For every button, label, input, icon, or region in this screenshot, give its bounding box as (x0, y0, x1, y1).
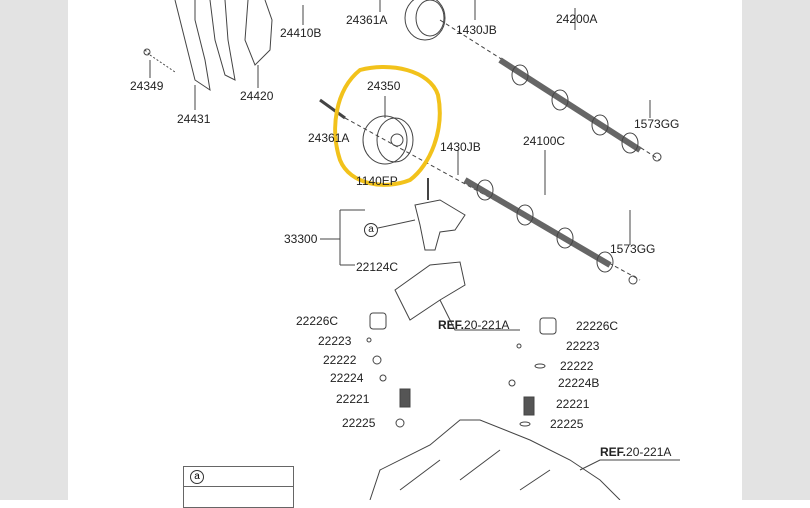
legend-symbol-a: a (190, 470, 204, 484)
part-label: 24410B (280, 26, 322, 40)
chain-tensioner-24420 (244, 0, 273, 66)
part-label: 1430JB (456, 23, 497, 37)
chain-guide-24431 (174, 0, 211, 92)
part-label: 24420 (240, 89, 274, 103)
part-label: 22221 (556, 397, 590, 411)
part-label: 1430JB (440, 140, 481, 154)
highlight-circle (333, 65, 442, 187)
part-label: 24361A (346, 13, 388, 27)
part-label: 22225 (550, 417, 584, 431)
part-label: 22226C (296, 314, 339, 328)
cam-sprocket-top (404, 0, 446, 41)
part-label: 1573GG (610, 242, 656, 256)
part-label: 22226C (576, 319, 619, 333)
part-label: 22222 (323, 353, 357, 367)
part-label: 24100C (523, 134, 566, 148)
part-label: 22224 (330, 371, 364, 385)
chain-guide-inner (209, 0, 236, 81)
part-label: 22224B (558, 376, 600, 390)
part-label: 24349 (130, 79, 164, 93)
cylinder-head (369, 419, 621, 500)
part-label: 24361A (308, 131, 350, 145)
ref-bracket-top (394, 261, 466, 321)
part-label: 24350 (367, 79, 401, 93)
part-label: 24431 (177, 112, 211, 126)
ocv-33300 (414, 199, 466, 251)
part-label: 22223 (318, 334, 352, 348)
part-label: 22225 (342, 416, 376, 430)
cam-sprocket-24350 (362, 115, 414, 165)
part-label: 24200A (556, 12, 598, 26)
part-label: 1140EP (356, 174, 398, 188)
ref-label[interactable]: REF.20-221A (600, 445, 672, 459)
part-label: 22124C (356, 260, 399, 274)
part-label: 22222 (560, 359, 594, 373)
left-margin (0, 0, 68, 500)
legend-box: a (183, 466, 294, 508)
part-label: 22223 (566, 339, 600, 353)
part-label: 1573GG (634, 117, 680, 131)
camshaft-24200A (498, 57, 642, 154)
camshaft-24100C (463, 177, 614, 273)
right-margin (742, 0, 810, 500)
callout-a: a (364, 223, 378, 237)
part-label: 22221 (336, 392, 370, 406)
part-label: 33300 (284, 232, 318, 246)
ref-label[interactable]: REF.20-221A (438, 318, 510, 332)
